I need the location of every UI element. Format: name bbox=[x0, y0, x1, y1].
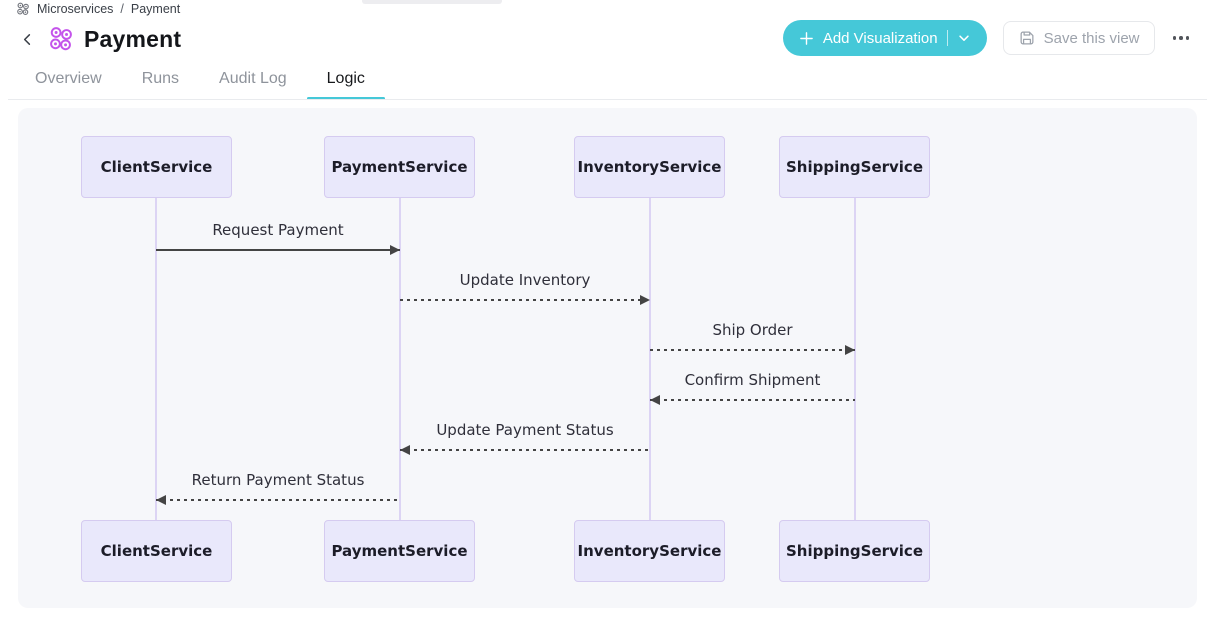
message-label: Request Payment bbox=[212, 221, 344, 239]
breadcrumb-separator: / bbox=[120, 2, 124, 16]
tab-overview[interactable]: Overview bbox=[35, 70, 102, 87]
message-line bbox=[156, 499, 400, 501]
add-visualization-label: Add Visualization bbox=[822, 29, 938, 47]
lifeline-paymentservice bbox=[399, 198, 401, 520]
back-button[interactable] bbox=[16, 28, 38, 50]
save-view-label: Save this view bbox=[1043, 29, 1140, 47]
tab-bar: Overview Runs Audit Log Logic bbox=[15, 60, 386, 100]
actor-clientservice-bottom: ClientService bbox=[81, 520, 232, 582]
breadcrumb-item-payment[interactable]: Payment bbox=[130, 2, 181, 16]
top-notch-decoration bbox=[362, 0, 502, 4]
arrowhead-icon bbox=[390, 245, 400, 255]
actor-paymentservice-top: PaymentService bbox=[324, 136, 475, 198]
arrowhead-icon bbox=[640, 295, 650, 305]
message-update-inventory: Update Inventory bbox=[400, 270, 650, 305]
payment-service-icon bbox=[48, 26, 74, 52]
arrowhead-icon bbox=[400, 445, 410, 455]
message-ship-order: Ship Order bbox=[650, 320, 855, 355]
arrowhead-icon bbox=[156, 495, 166, 505]
lifeline-shippingservice bbox=[854, 198, 856, 520]
save-icon bbox=[1020, 31, 1034, 45]
header-actions: Add Visualization Save this view bbox=[782, 20, 1192, 56]
message-request-payment: Request Payment bbox=[156, 220, 400, 255]
message-label: Update Payment Status bbox=[436, 421, 614, 439]
sequence-diagram-panel: ClientService PaymentService InventorySe… bbox=[18, 108, 1197, 608]
actor-inventoryservice-top: InventoryService bbox=[574, 136, 725, 198]
breadcrumb-item-microservices[interactable]: Microservices bbox=[37, 2, 114, 16]
tab-logic[interactable]: Logic bbox=[306, 60, 386, 100]
header-divider bbox=[8, 99, 1207, 100]
plus-icon bbox=[799, 31, 813, 45]
arrowhead-icon bbox=[650, 395, 660, 405]
message-label: Ship Order bbox=[712, 321, 793, 339]
message-return-payment-status: Return Payment Status bbox=[156, 470, 400, 505]
tab-audit-log[interactable]: Audit Log bbox=[219, 70, 287, 87]
message-confirm-shipment: Confirm Shipment bbox=[650, 370, 855, 405]
message-line bbox=[400, 299, 650, 301]
save-view-button[interactable]: Save this view bbox=[1002, 21, 1155, 55]
arrowhead-icon bbox=[845, 345, 855, 355]
more-options-button[interactable] bbox=[1171, 30, 1192, 46]
message-line bbox=[400, 449, 650, 451]
actor-shippingservice-top: ShippingService bbox=[779, 136, 930, 198]
tab-runs[interactable]: Runs bbox=[141, 70, 180, 87]
actor-inventoryservice-bottom: InventoryService bbox=[574, 520, 725, 582]
page-title: Payment bbox=[84, 25, 182, 52]
message-label: Update Inventory bbox=[459, 271, 591, 289]
lifeline-clientservice bbox=[155, 198, 157, 520]
actor-clientservice-top: ClientService bbox=[81, 136, 232, 198]
more-options-icon bbox=[1172, 36, 1176, 40]
title-row: Payment bbox=[16, 21, 181, 57]
add-visualization-button[interactable]: Add Visualization bbox=[782, 20, 987, 56]
chevron-down-icon bbox=[958, 35, 969, 41]
message-label: Return Payment Status bbox=[191, 471, 365, 489]
message-line bbox=[650, 349, 855, 351]
lifeline-inventoryservice bbox=[649, 198, 651, 520]
message-update-payment-status: Update Payment Status bbox=[400, 420, 650, 455]
message-line bbox=[650, 399, 855, 401]
microservices-icon bbox=[16, 2, 30, 16]
breadcrumb: Microservices / Payment bbox=[16, 1, 180, 17]
actor-paymentservice-bottom: PaymentService bbox=[324, 520, 475, 582]
message-label: Confirm Shipment bbox=[684, 371, 821, 389]
chevron-left-icon bbox=[23, 33, 30, 45]
button-separator bbox=[946, 30, 948, 46]
message-line bbox=[156, 249, 400, 251]
actor-shippingservice-bottom: ShippingService bbox=[779, 520, 930, 582]
